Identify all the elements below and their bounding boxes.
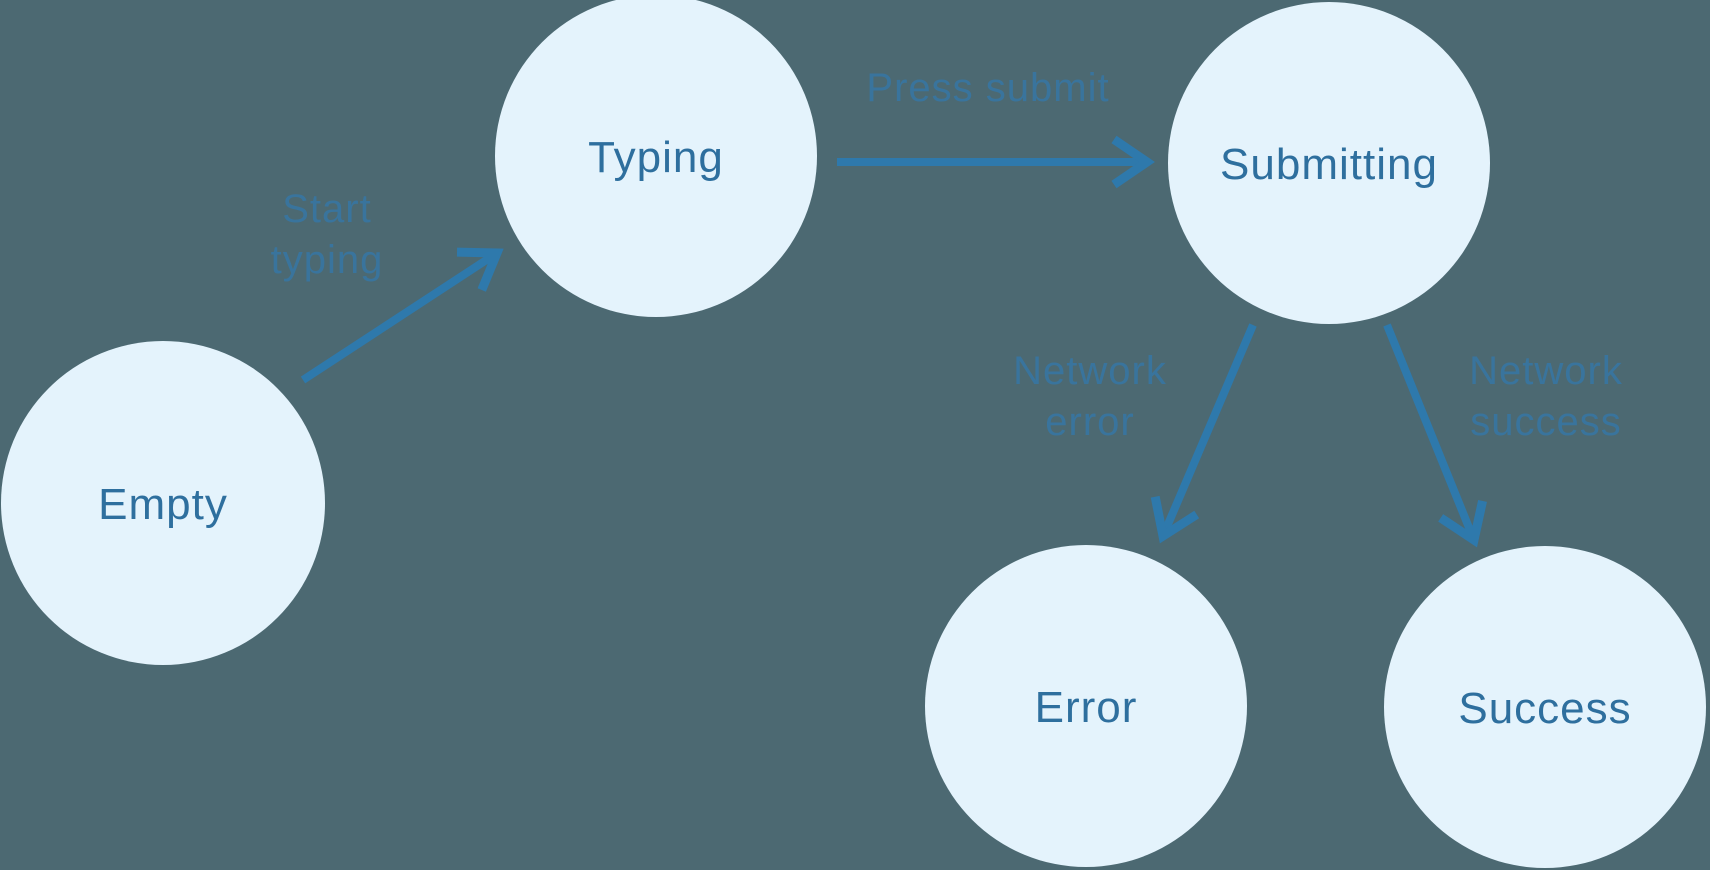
transition-line-network-success <box>1383 323 1478 542</box>
state-node-success <box>1384 546 1706 868</box>
state-node-label-submitting: Submitting <box>1220 140 1438 189</box>
transition-label-line: typing <box>271 238 384 282</box>
transition-arrow-start-typing: Start typing <box>271 187 504 384</box>
transition-label-line: Network <box>1469 349 1623 393</box>
transition-arrowhead-network-success <box>1438 499 1487 548</box>
state-node-label-typing: Typing <box>588 133 724 182</box>
state-node-label-empty: Empty <box>98 480 228 529</box>
state-node-empty <box>1 341 325 665</box>
transition-arrowhead-press-submit <box>1111 135 1155 189</box>
transition-label-start-typing: Start typing <box>271 187 384 282</box>
state-node-label-error: Error <box>1035 683 1138 732</box>
transition-label-press-submit: Press submit <box>866 66 1109 110</box>
transition-arrowhead-network-error <box>1150 495 1200 544</box>
transition-arrow-press-submit: Press submit <box>837 66 1155 189</box>
transition-arrow-network-success: Network success <box>1383 323 1623 548</box>
transition-label-network-success: Network success <box>1469 349 1623 444</box>
state-node-submitting <box>1168 2 1490 324</box>
transition-label-line: success <box>1470 400 1622 444</box>
state-node-label-success: Success <box>1458 684 1631 733</box>
transition-label-line: Press submit <box>866 66 1109 110</box>
state-node-error <box>925 545 1247 867</box>
transition-label-line: Network <box>1013 349 1167 393</box>
transition-arrow-network-error: Network error <box>1013 323 1257 544</box>
transition-line-network-error <box>1159 323 1257 538</box>
state-node-typing <box>495 0 817 317</box>
transition-label-network-error: Network error <box>1013 349 1167 444</box>
transition-label-line: Start <box>282 187 371 231</box>
transition-arrowhead-start-typing <box>456 247 504 292</box>
transition-line-start-typing <box>300 249 500 384</box>
transition-label-line: error <box>1045 400 1134 444</box>
